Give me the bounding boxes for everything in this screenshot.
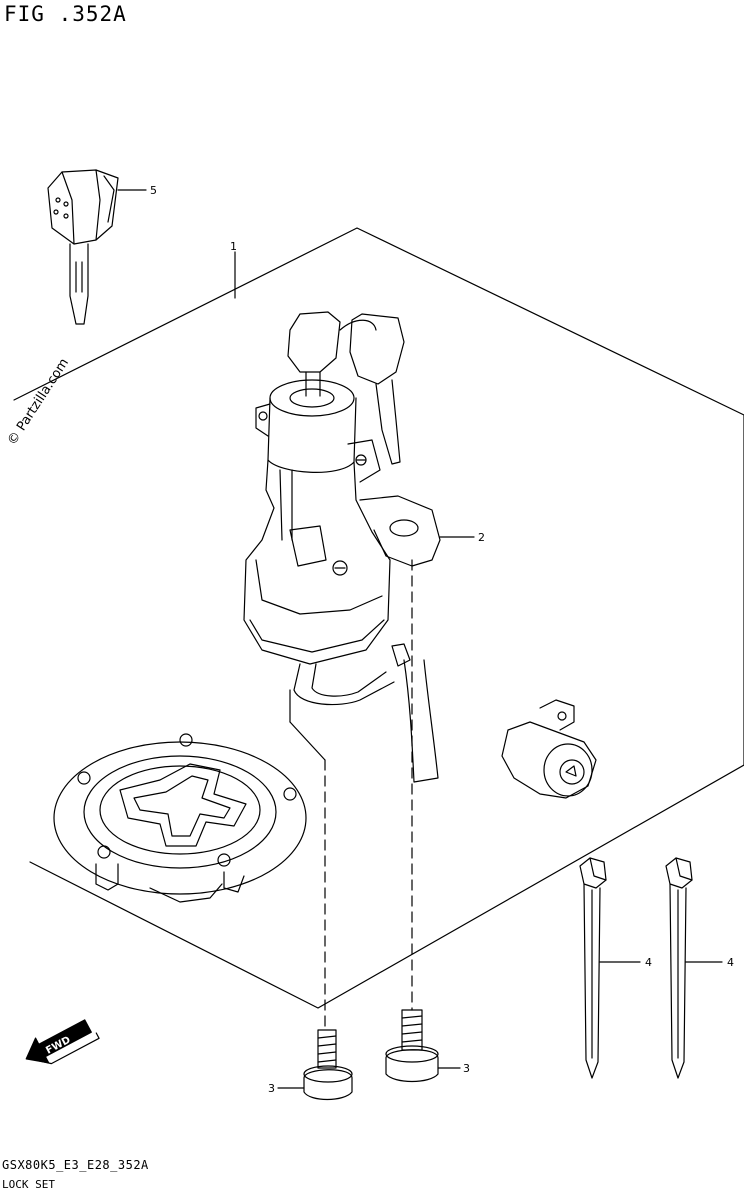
cable-tie-part-right — [665, 857, 693, 1079]
callout-1: 1 — [230, 240, 237, 253]
fwd-arrow-icon — [25, 1019, 100, 1065]
callout-3a: 3 — [268, 1082, 275, 1095]
figure-code: GSX80K5_E3_E28_352A — [2, 1158, 149, 1172]
cable-tie-part-left — [579, 857, 607, 1079]
key-part — [47, 169, 119, 325]
figure-name: LOCK SET — [2, 1178, 55, 1191]
callout-2: 2 — [478, 531, 485, 544]
fuel-cap-part — [53, 733, 307, 903]
callout-5: 5 — [150, 184, 157, 197]
callout-4b: 4 — [727, 956, 734, 969]
callout-3b: 3 — [463, 1062, 470, 1075]
callout-4a: 4 — [645, 956, 652, 969]
watermark: © Partzilla.com — [5, 356, 72, 448]
ignition-screw-axis-left-dash — [289, 721, 326, 761]
set-boundary — [13, 227, 744, 1009]
screw-part-left — [303, 1029, 353, 1101]
figure-title: FIG .352A — [4, 2, 127, 26]
screw-part-right — [385, 1009, 439, 1083]
ignition-switch-part — [243, 311, 441, 783]
seat-lock-part — [501, 699, 597, 799]
